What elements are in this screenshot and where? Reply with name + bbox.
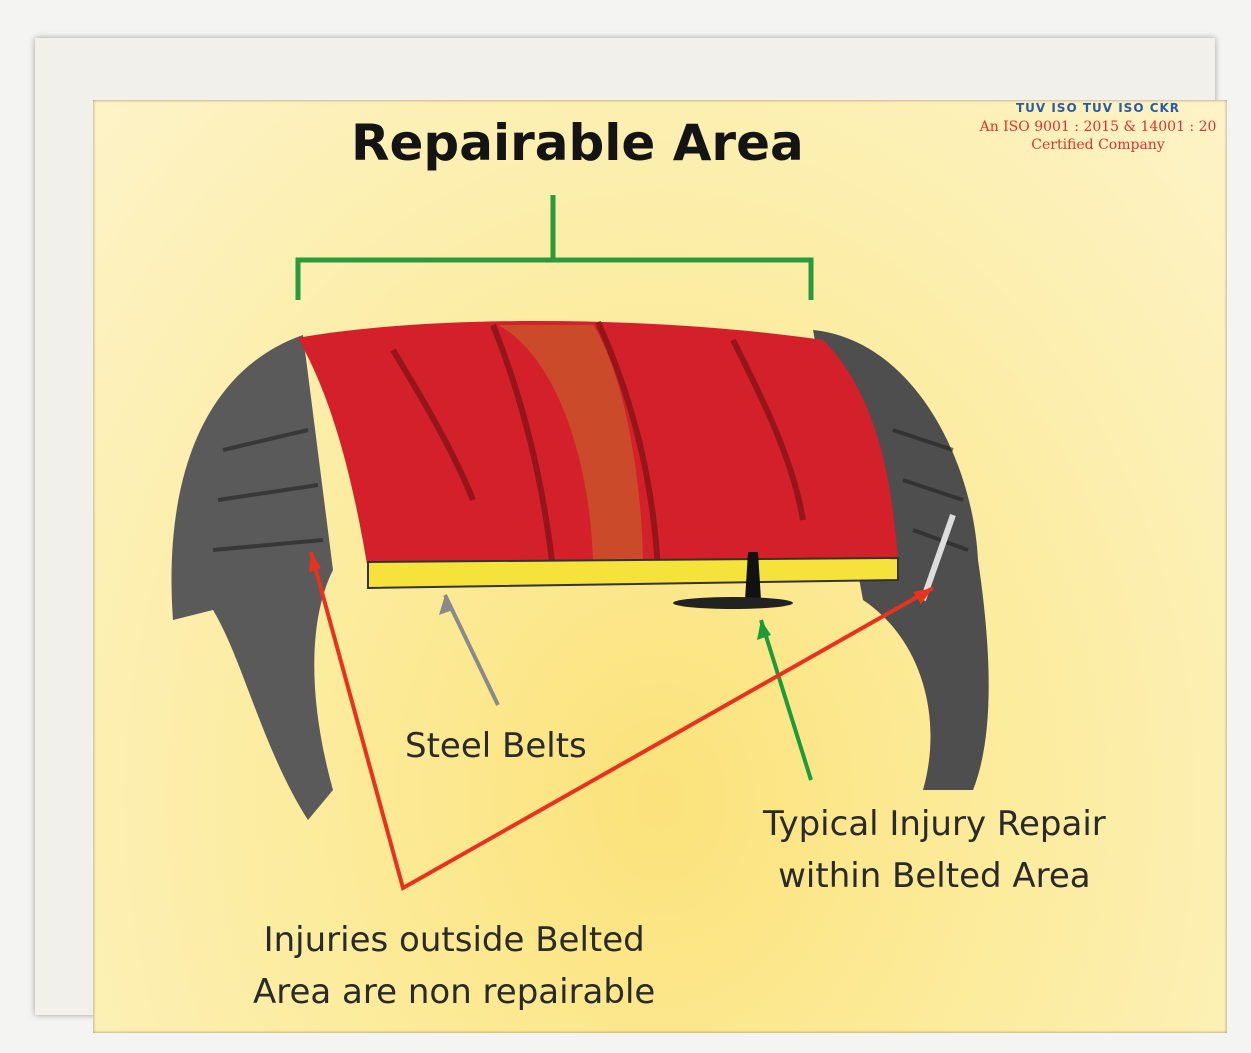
left-sidewall [171,335,333,820]
iso-line-2: Certified Company [1031,137,1165,153]
steel-belts-label: Steel Belts [405,726,587,766]
diagram-panel: Repairable Area TUV ISO TUV ISO CKR An I… [93,100,1227,1033]
repair-plug [745,552,761,600]
certification-logos: TUV ISO TUV ISO CKR [1015,101,1181,115]
typical-repair-line-2: within Belted Area [778,856,1091,896]
red-arrows [309,551,934,892]
center-tread [498,325,643,570]
picture-frame: Repairable Area TUV ISO TUV ISO CKR An I… [35,38,1227,1033]
non-repairable-line-2: Area are non repairable [253,972,656,1012]
tire-illustration [171,195,989,892]
diagram-title: Repairable Area [351,114,804,172]
red-arrowhead-right [913,588,933,604]
non-repairable-line-1: Injuries outside Belted [263,920,645,960]
red-arrowhead-left [309,552,321,572]
repairable-area-bracket [295,195,814,300]
green-arrowhead [757,620,771,640]
grey-arrow [443,594,500,706]
green-arrow [759,619,813,781]
typical-repair-label: Typical Injury Repair within Belted Area [763,798,1106,902]
shoulder-grooves [212,428,969,552]
typical-repair-line-1: Typical Injury Repair [763,804,1106,844]
grey-arrowhead [439,595,453,615]
tread-grooves [390,320,806,571]
iso-line-1: An ISO 9001 : 2015 & 14001 : 20 [979,119,1217,135]
iso-certification: An ISO 9001 : 2015 & 14001 : 20 Certifie… [953,118,1227,154]
steel-belts [367,556,899,590]
non-repairable-label: Injuries outside Belted Area are non rep… [253,914,655,1018]
nail [920,514,956,601]
repair-patch [673,597,793,609]
